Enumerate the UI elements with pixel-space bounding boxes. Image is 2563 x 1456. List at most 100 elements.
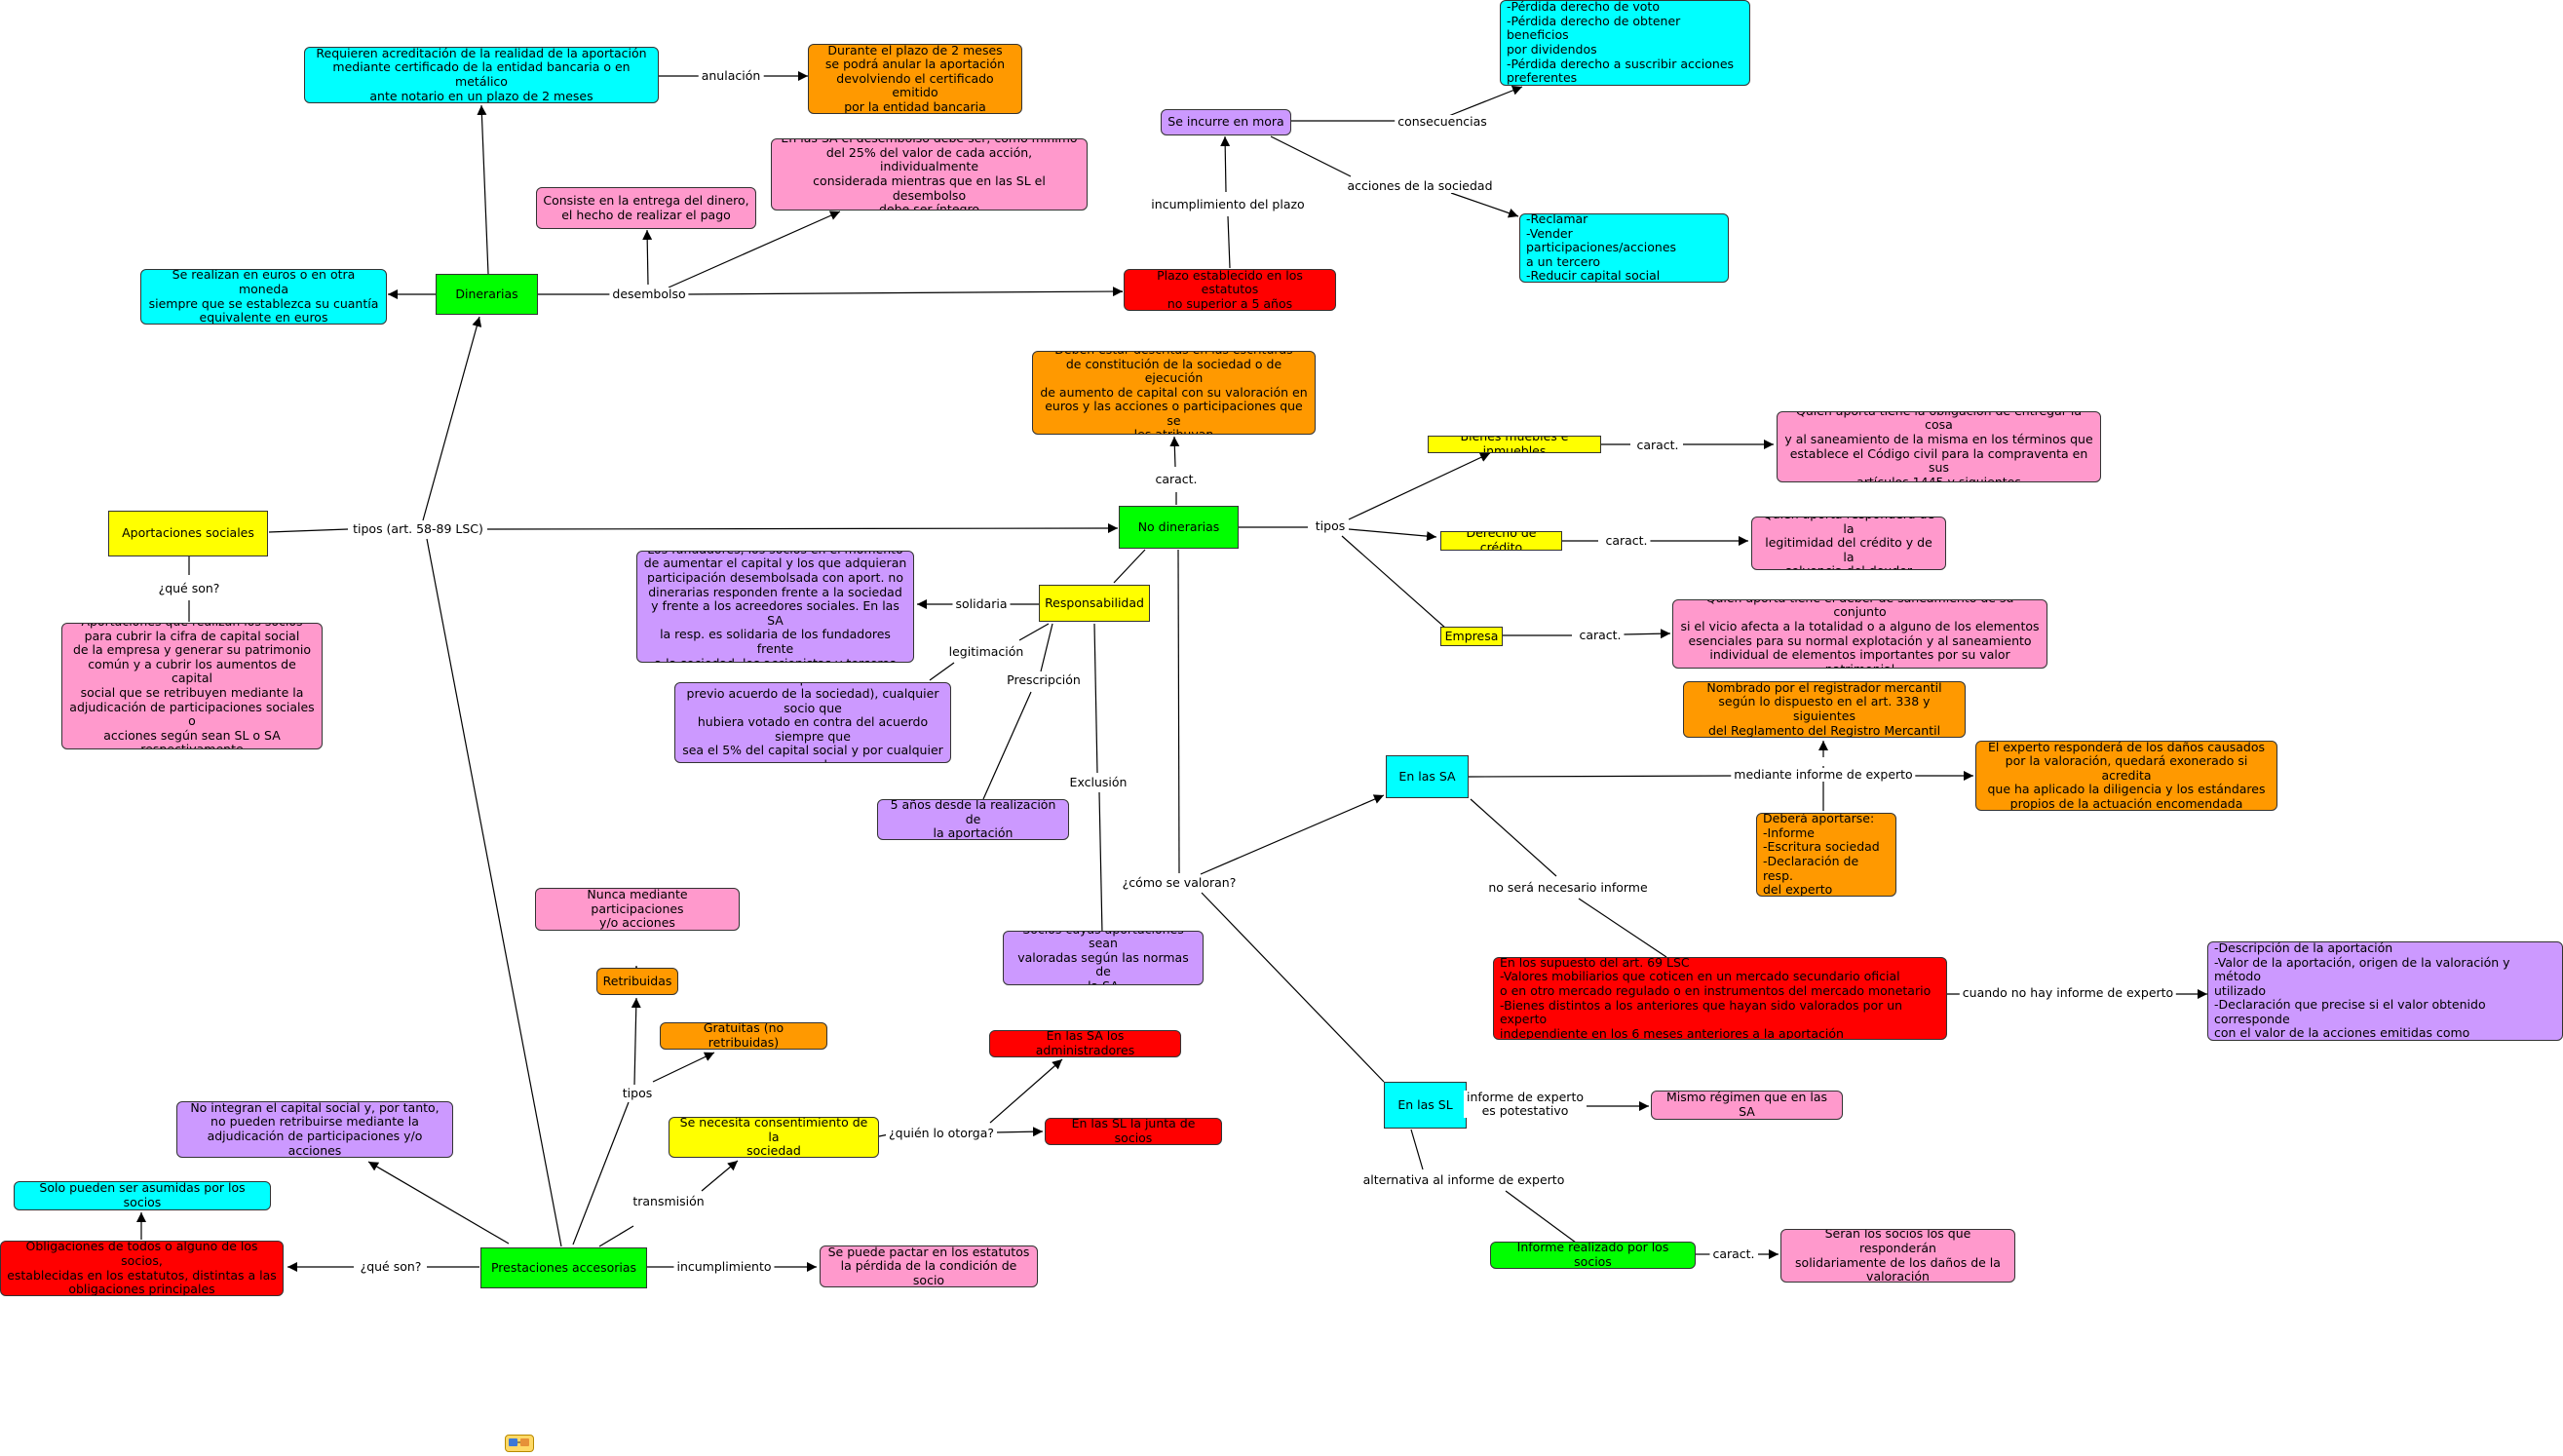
edge (701, 1160, 739, 1192)
edge (1505, 1190, 1577, 1244)
node-empresa[interactable]: Empresa (1440, 627, 1503, 646)
label-tipos-art: tipos (art. 58-89 LSC) (350, 522, 486, 536)
label-como-valoran: ¿cómo se valoran? (1119, 876, 1240, 890)
edge (982, 691, 1032, 800)
label-caract-credito: caract. (1602, 534, 1651, 548)
label-solidaria: solidaria (952, 597, 1011, 611)
node-entrega-dinero[interactable]: Consiste en la entrega del dinero, el he… (536, 187, 756, 229)
node-supuestos-art-69[interactable]: En los supuesto del art. 69 LSC -Valores… (1493, 957, 1947, 1040)
label-que-son: ¿qué son? (155, 582, 223, 595)
edge (652, 1052, 715, 1083)
edge (1468, 775, 1740, 778)
node-anulacion[interactable]: Durante el plazo de 2 meses se podrá anu… (808, 44, 1022, 114)
node-plazo[interactable]: Plazo establecido en los estatutos no su… (1124, 269, 1336, 311)
node-obligaciones[interactable]: Obligaciones de todos o alguno de los so… (0, 1241, 284, 1296)
node-admin-liquidadores[interactable]: Admin. o liquidadores de la sociedad (no… (674, 682, 951, 763)
node-perdida-derechos[interactable]: -Pérdida derecho de voto -Pérdida derech… (1500, 0, 1750, 86)
edge (989, 1058, 1063, 1124)
edge (1220, 135, 1231, 193)
label-tipos-prestaciones: tipos (619, 1087, 656, 1100)
node-prestaciones-accesorias[interactable]: Prestaciones accesorias (480, 1247, 647, 1288)
label-acciones-sociedad: acciones de la sociedad (1344, 179, 1496, 193)
node-mora[interactable]: Se incurre en mora (1161, 109, 1291, 135)
node-nombrado[interactable]: Nombrado por el registrador mercantil se… (1683, 681, 1966, 738)
node-en-las-sa[interactable]: En las SA (1386, 755, 1469, 798)
edge (642, 229, 653, 286)
node-euros[interactable]: Se realizan en euros o en otra moneda si… (140, 269, 387, 325)
node-empresa-caract[interactable]: Quien aporta tiene el deber de saneamien… (1672, 599, 2047, 669)
edge (1169, 436, 1180, 468)
edge (1040, 623, 1053, 672)
node-reclamar[interactable]: -Reclamar -Vender participaciones/accion… (1519, 213, 1729, 283)
node-cinco-anos[interactable]: 5 años desde la realización de la aporta… (877, 799, 1069, 840)
node-aportaciones-definicion[interactable]: Aportaciones que realizan los socios par… (61, 623, 323, 749)
label-legitimacion: legitimación (945, 645, 1027, 659)
edge (631, 997, 641, 1086)
edge (685, 287, 1124, 297)
label-mediante-informe: mediante informe de experto (1731, 768, 1916, 782)
edge (1201, 892, 1385, 1083)
node-credito[interactable]: Derecho de crédito (1440, 531, 1562, 551)
label-que-son-prestaciones: ¿qué son? (357, 1260, 425, 1274)
edge (367, 1161, 510, 1245)
node-sl-junta[interactable]: En las SL la junta de socios (1045, 1118, 1222, 1145)
node-no-integran[interactable]: No integran el capital social y, por tan… (176, 1101, 453, 1158)
node-admin-informe[interactable]: Los admin. deberán realizar un informe q… (2207, 941, 2563, 1041)
node-solo-socios[interactable]: Solo pueden ser asumidas por los socios (14, 1181, 271, 1210)
node-aportaciones-sociales[interactable]: Aportaciones sociales (108, 511, 268, 556)
label-exclusion: Exclusión (1066, 776, 1130, 789)
label-prescripcion: Prescripción (1004, 673, 1084, 687)
edge (1227, 215, 1231, 269)
node-seran-socios[interactable]: Serán los socios los que responderán sol… (1780, 1229, 2015, 1283)
edge (993, 1127, 1044, 1137)
label-cuando-no-hay: cuando no hay informe de experto (1959, 986, 2177, 1000)
node-fundadores[interactable]: Los fundadores, los socios en el momento… (636, 551, 914, 663)
node-informe-socios[interactable]: Informe realizado por los socios (1490, 1242, 1696, 1269)
tool-icon[interactable] (505, 1435, 534, 1452)
node-bienes[interactable]: Bienes muebles e inmuebles (1428, 436, 1601, 453)
node-en-las-sl[interactable]: En las SL (1384, 1082, 1467, 1129)
node-nunca-participaciones[interactable]: Nunca mediante participaciones y/o accio… (535, 888, 740, 931)
label-incumplimiento-plazo: incumplimiento del plazo (1148, 198, 1308, 211)
label-caract: caract. (1152, 473, 1201, 486)
node-consentimiento[interactable]: Se necesita consentimiento de la socieda… (669, 1117, 879, 1158)
edge (477, 104, 489, 275)
edge (422, 316, 482, 521)
node-sa-administradores[interactable]: En las SA los administradores (989, 1030, 1181, 1057)
node-experto-responde[interactable]: El experto responderá de los daños causa… (1975, 741, 2277, 811)
label-anulacion: anulación (698, 69, 764, 83)
node-descritas[interactable]: Deben estar descritas en las escrituras … (1032, 351, 1316, 435)
label-caract-socios: caract. (1709, 1247, 1758, 1261)
label-alternativa: alternativa al informe de experto (1359, 1173, 1568, 1187)
tool-icon-glyph (509, 1438, 529, 1446)
node-credito-caract[interactable]: Quien aporta responderá de la legitimida… (1751, 517, 1946, 570)
edge (572, 1101, 630, 1245)
node-debera-aportarse[interactable]: Deberá aportarse: -Informe -Escritura so… (1756, 813, 1896, 897)
node-gratuitas[interactable]: Gratuitas (no retribuidas) (660, 1022, 827, 1050)
edge (929, 662, 955, 681)
label-quien-otorga: ¿quién lo otorga? (886, 1127, 997, 1140)
node-desembolso-sa[interactable]: En las SA el desembolso debe ser, como m… (771, 138, 1088, 211)
node-perdida-socio[interactable]: Se puede pactar en los estatutos la pérd… (820, 1245, 1038, 1287)
edge (598, 1225, 634, 1247)
node-responsabilidad[interactable]: Responsabilidad (1039, 585, 1150, 622)
node-socios-valoradas[interactable]: Socios cuyas aportaciones sean valoradas… (1003, 931, 1204, 985)
edge (1450, 192, 1519, 218)
node-dinerarias[interactable]: Dinerarias (436, 274, 538, 315)
node-retribuidas[interactable]: Retribuidas (596, 968, 678, 995)
edge (1445, 86, 1523, 118)
edge (1270, 135, 1352, 177)
node-no-dinerarias[interactable]: No dinerarias (1119, 506, 1239, 549)
edge (1578, 898, 1667, 958)
label-informe-potestativo: informe de experto es potestativo (1464, 1091, 1587, 1118)
edge (1348, 452, 1491, 520)
node-bienes-caract[interactable]: Quien aporta tiene la obligación de entr… (1777, 411, 2101, 482)
edge (1623, 629, 1671, 639)
edge (1098, 791, 1103, 935)
label-no-necesario: no será necesario informe (1485, 881, 1651, 895)
node-acreditacion[interactable]: Requieren acreditación de la realidad de… (304, 47, 659, 103)
label-desembolso: desembolso (609, 287, 689, 301)
node-mismo-regimen[interactable]: Mismo régimen que en las SA (1651, 1091, 1843, 1120)
